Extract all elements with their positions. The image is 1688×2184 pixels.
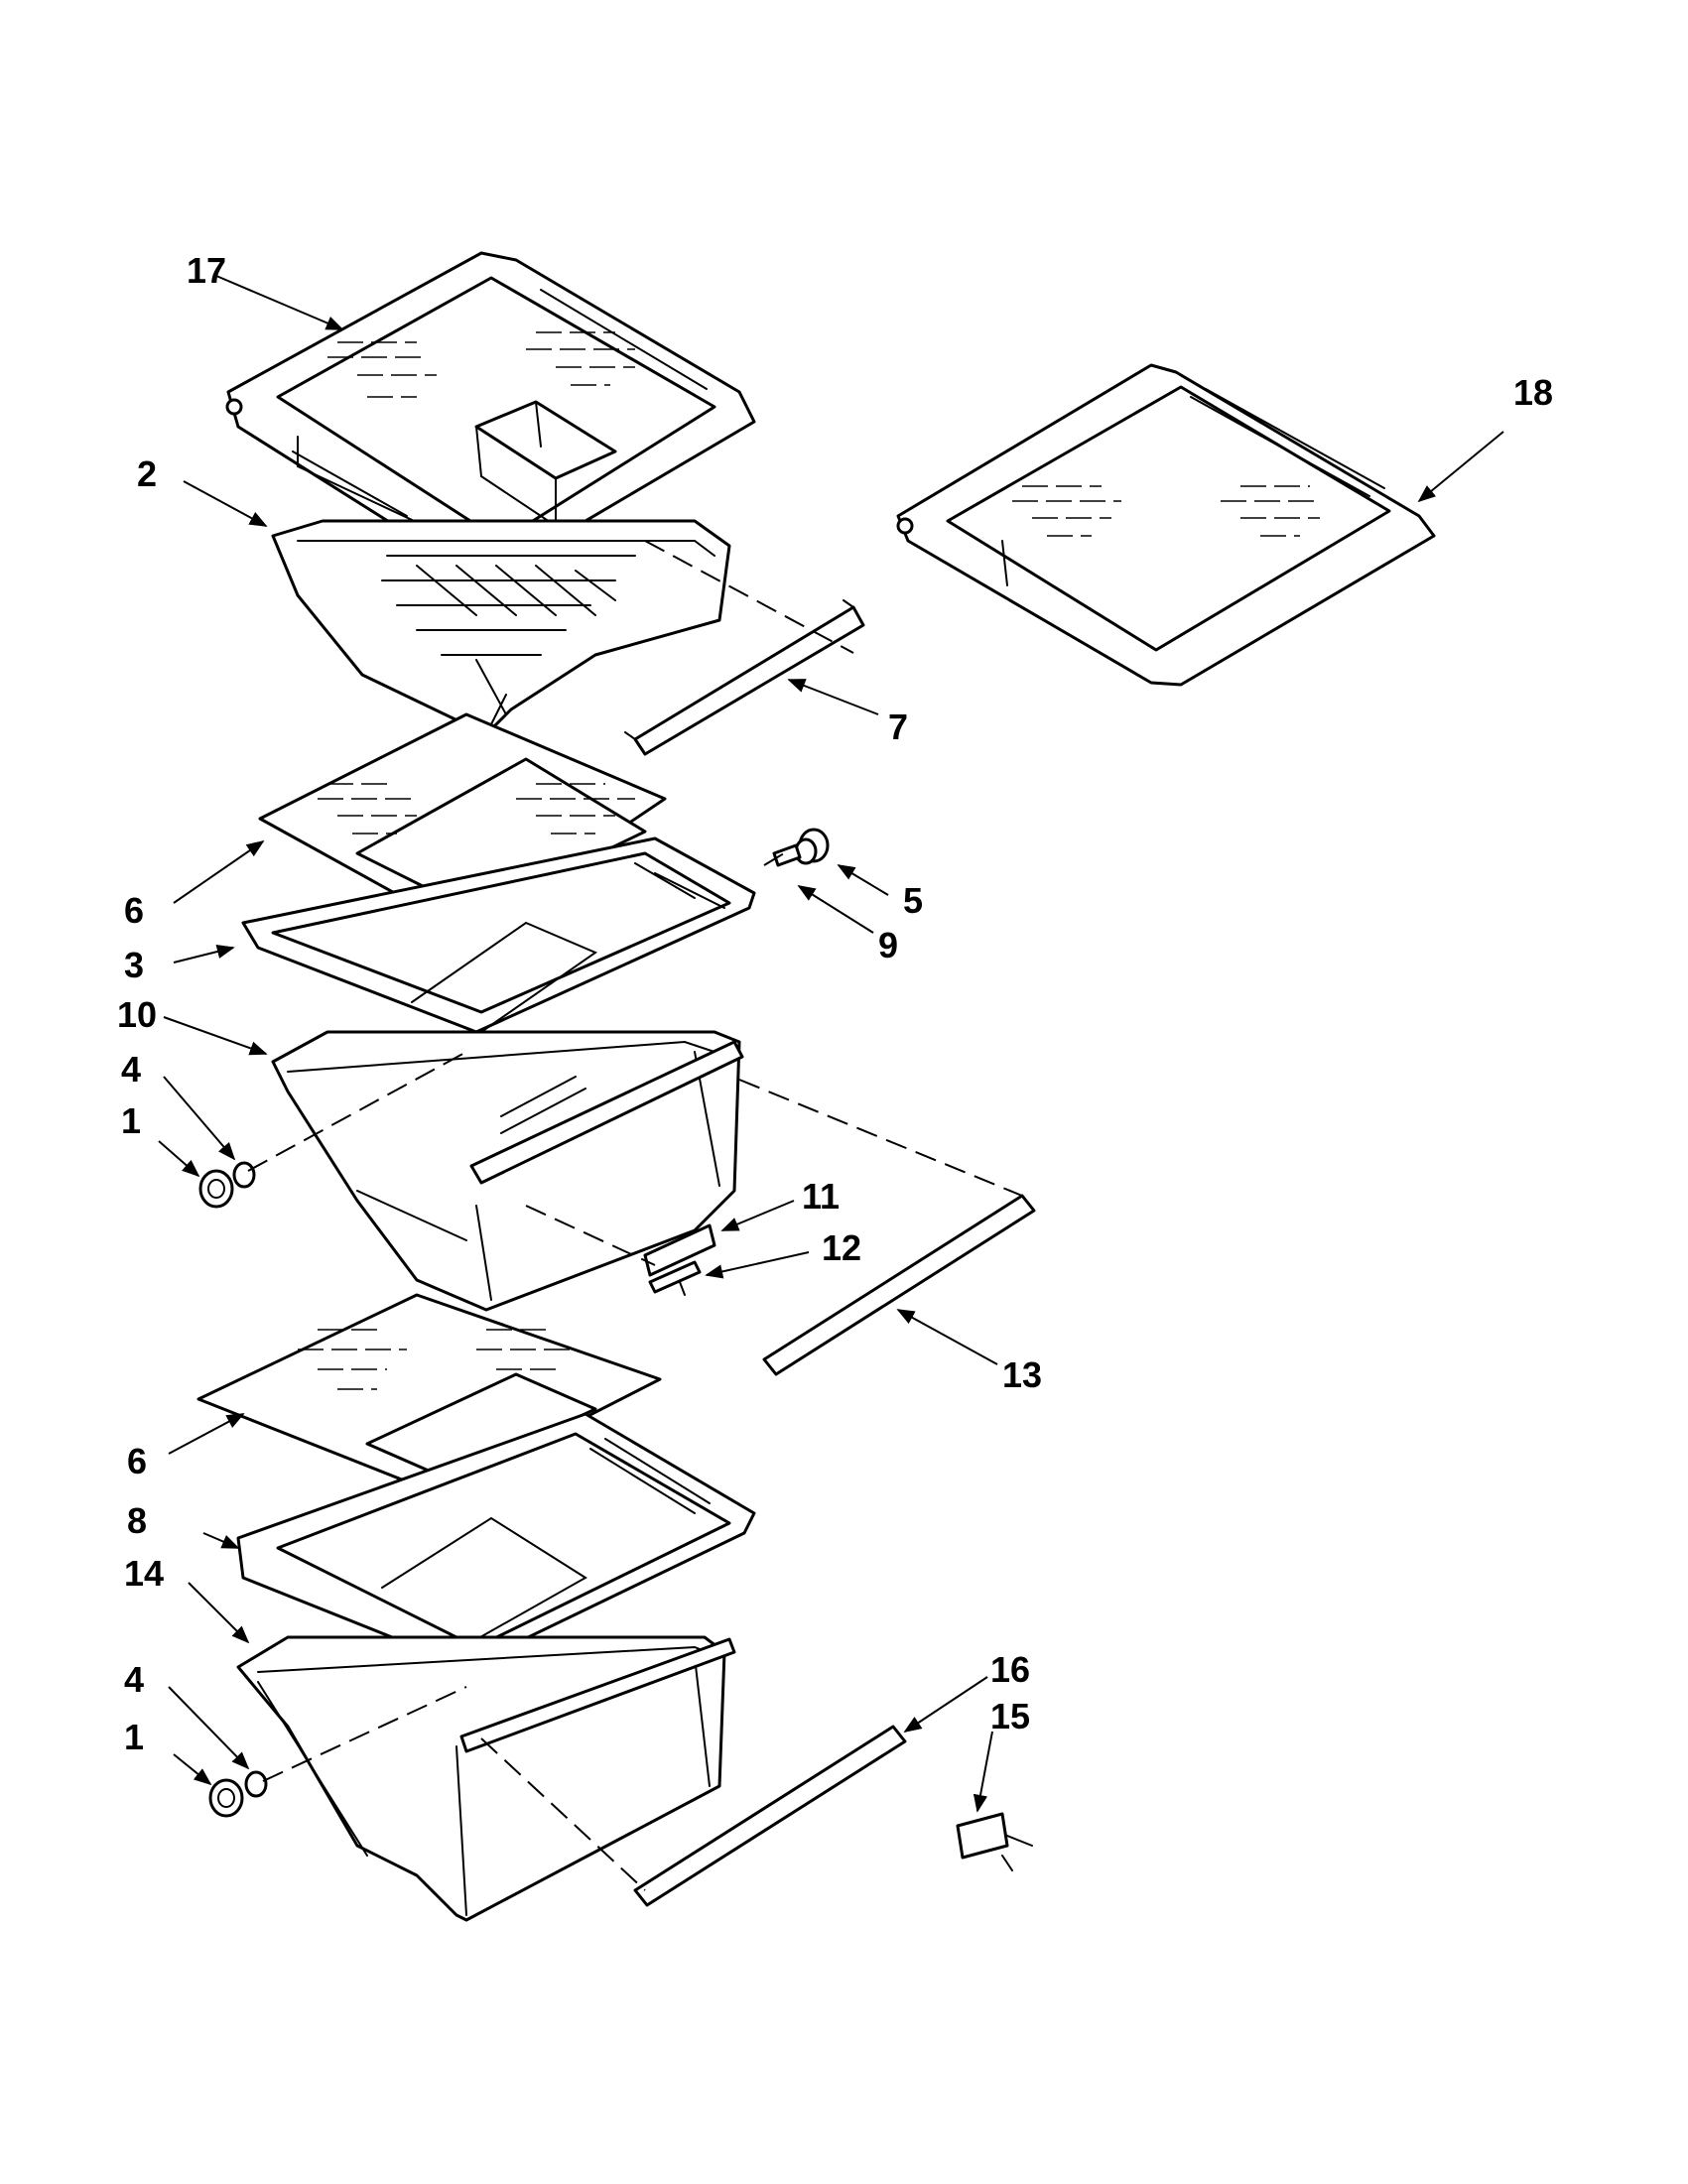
assembly-lines: [247, 540, 1023, 1891]
callout-6-upper: 6: [124, 890, 145, 931]
part-7-trim: [624, 599, 865, 756]
part-1-wheel-lower: [208, 1778, 244, 1818]
part-14-crisper-drawer: [236, 1635, 736, 1922]
callout-9: 9: [878, 925, 899, 965]
part-17-cover-frame: [225, 251, 756, 573]
callout-17: 17: [187, 250, 227, 291]
part-10-crisper-drawer: [271, 1030, 744, 1312]
part-16-trim: [633, 1725, 907, 1907]
part-2-crisper-drawer: [271, 519, 731, 736]
part-12-clip: [648, 1260, 702, 1296]
part-11-label-holder: [643, 1223, 716, 1277]
part-15-bracket: [956, 1812, 1033, 1871]
part-13-trim: [762, 1194, 1036, 1376]
callout-1-lower: 1: [124, 1717, 145, 1757]
part-4-axle-lower: [244, 1770, 268, 1798]
callout-14: 14: [124, 1553, 165, 1594]
callout-7: 7: [888, 707, 909, 747]
callout-10: 10: [117, 994, 158, 1035]
callout-6-lower: 6: [127, 1441, 148, 1481]
callout-16: 16: [990, 1649, 1031, 1690]
part-1-wheel-upper: [198, 1169, 234, 1209]
part-8-cover-frame: [236, 1412, 756, 1669]
callout-4-upper: 4: [121, 1049, 142, 1090]
leader-lines: [158, 275, 1504, 1813]
part-18-glass-shelf: [896, 363, 1436, 687]
callout-18: 18: [1513, 372, 1554, 413]
part-9-screw: [772, 843, 802, 867]
callout-4-lower: 4: [124, 1659, 145, 1700]
part-6-lower-glass: [196, 1293, 662, 1495]
part-4-axle-upper: [232, 1161, 256, 1189]
callout-12: 12: [822, 1227, 862, 1268]
callout-5: 5: [903, 880, 924, 921]
callout-3: 3: [124, 945, 145, 985]
callout-8: 8: [127, 1500, 148, 1541]
part-3-cover-frame: [241, 836, 756, 1034]
callout-15: 15: [990, 1696, 1031, 1736]
callout-13: 13: [1002, 1354, 1043, 1395]
callout-1-upper: 1: [121, 1100, 142, 1141]
callout-2: 2: [137, 453, 158, 494]
callout-11: 11: [802, 1176, 841, 1217]
